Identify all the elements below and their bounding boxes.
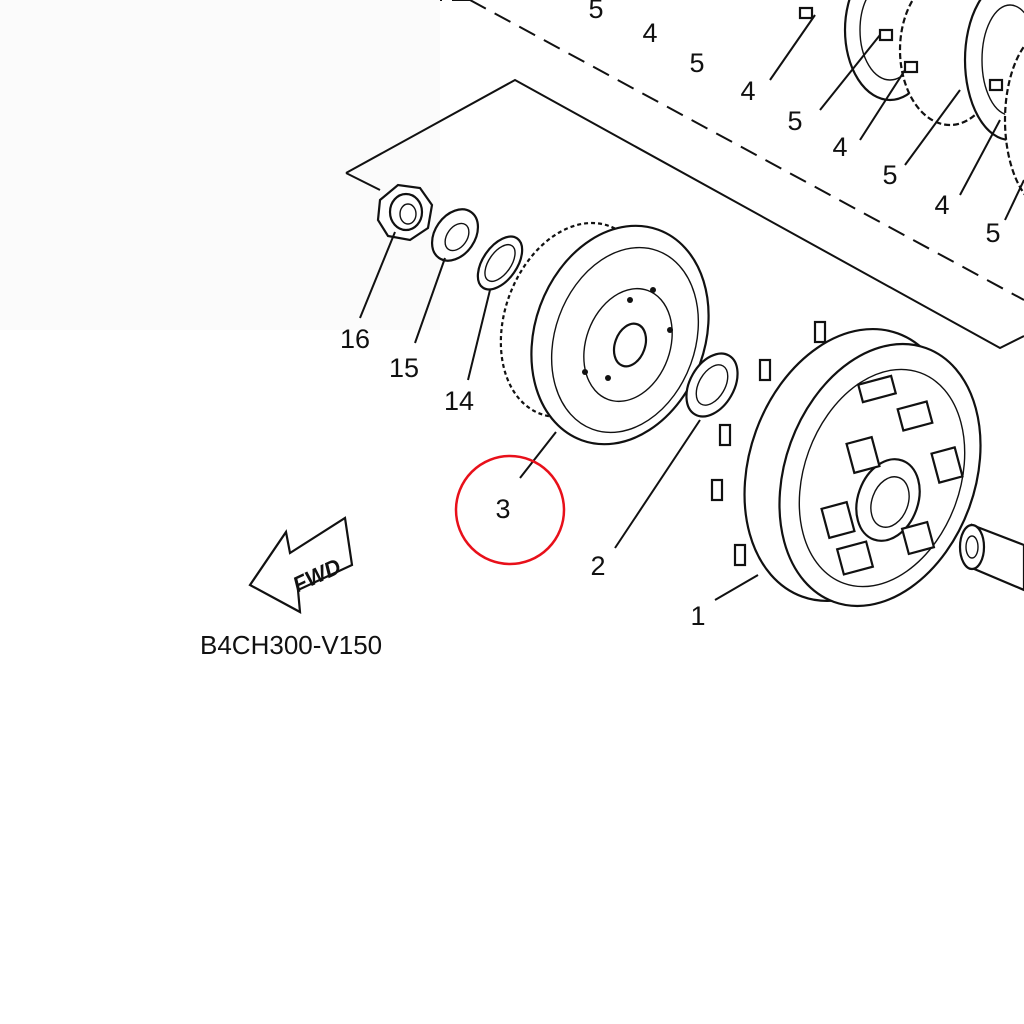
plate-callouts: 54545454545 (588, 0, 1000, 248)
part-3-clutch-boss (499, 221, 710, 446)
part-1-clutch-housing (710, 320, 982, 608)
callout-14: 14 (444, 386, 474, 416)
outline-return (345, 172, 381, 191)
callout-2: 2 (590, 551, 605, 581)
callout-16: 16 (340, 324, 370, 354)
part-2-washer (685, 352, 739, 418)
plate-callout: 4 (642, 18, 657, 48)
clutch-plate-stack (798, 0, 1024, 196)
plate-callout-leaders (769, 14, 1024, 221)
plate-callout: 5 (882, 160, 897, 190)
highlight-circle (454, 454, 566, 566)
background-panel (0, 0, 440, 330)
callout-3: 3 (495, 494, 510, 524)
fwd-arrow: FWD (248, 516, 354, 614)
plate-callout: 5 (588, 0, 603, 24)
part-14-washer (476, 235, 524, 291)
plate-callout: 4 (740, 76, 755, 106)
bushing (958, 523, 1024, 592)
part-16-nut (376, 183, 434, 242)
plate-callout: 5 (787, 106, 802, 136)
plates-group-outline (440, 0, 1024, 301)
assembly-group-outline (345, 78, 1024, 350)
plate-callout: 4 (934, 190, 949, 220)
plate-callout: 5 (689, 48, 704, 78)
part-code: B4CH300-V150 (200, 630, 382, 660)
callout-15: 15 (389, 353, 419, 383)
plate-callout: 5 (985, 218, 1000, 248)
callout-1: 1 (690, 601, 705, 631)
callout-leaders (359, 231, 759, 601)
plate-callout: 4 (832, 132, 847, 162)
part-15-washer (430, 208, 480, 262)
